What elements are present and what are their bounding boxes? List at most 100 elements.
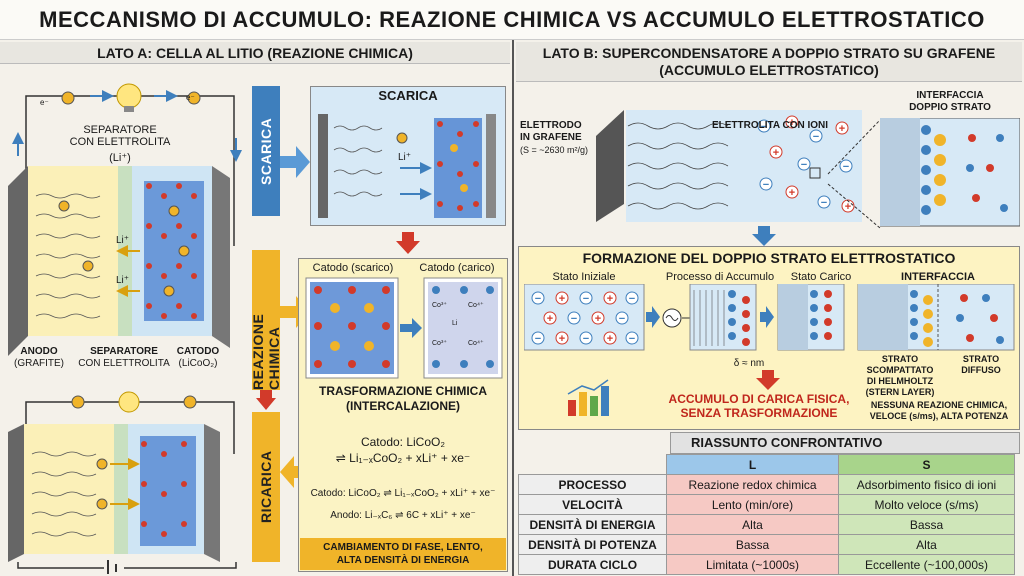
strato-compattato-label: STRATO SCOMPATTATO DI HELMHOLTZ (STERN L… [865, 354, 935, 397]
svg-text:−: − [843, 161, 849, 173]
down-arrow-red-b [756, 370, 780, 390]
equation-1a: Catodo: LiCoO₂ [360, 435, 446, 449]
elettrolita-label: ELETTROLITA CON IONI [711, 120, 829, 131]
table-corner [519, 455, 667, 475]
accumulo-label: ACCUMULO DI CARICA FISICA, SENZA TRASFOR… [668, 392, 850, 420]
svg-text:−: − [619, 313, 625, 325]
recharge-cell-diagram [8, 391, 237, 574]
svg-text:+: + [595, 313, 601, 325]
table-row: VELOCITÀ Lento (min/ore) Molto veloce (s… [518, 494, 1015, 515]
down-arrow-red [396, 232, 420, 254]
svg-text:−: − [535, 293, 541, 305]
nessuna-reazione-label: NESSUNA REAZIONE CHIMICA, VELOCE (s/ms),… [869, 400, 1009, 421]
separatore-sub-label: CON ELETTROLITA [78, 358, 170, 369]
processo-label: Processo di Accumulo [665, 271, 775, 283]
svg-text:+: + [559, 333, 565, 345]
co-label-3: Li [452, 320, 458, 327]
down-arrow-ricarica [256, 390, 276, 410]
col-header-l: L [666, 454, 839, 475]
scarica-title: SCARICA [378, 88, 438, 103]
equation-3: Anodo: Li₋ₓC₆ ⇌ 6C + xLi⁺ + xe⁻ [330, 510, 476, 521]
row-label: DURATA CICLO [518, 554, 667, 575]
center-divider [512, 40, 514, 576]
tab-ricarica: RICARICA [252, 412, 280, 562]
bar-chart-icon [567, 379, 609, 416]
table-title: RIASSUNTO CONFRONTATIVO [670, 432, 1020, 454]
tab-reazione-chimica: REAZIONE CHIMICA [250, 250, 282, 390]
li-plus-label-2: Li⁺ [116, 275, 130, 286]
svg-text:+: + [773, 147, 779, 159]
strato-diffuso-label: STRATO DIFFUSO [961, 354, 1001, 375]
interfaccia-label: INTERFACCIA [901, 271, 975, 283]
catodo-carico-label: Catodo (carico) [419, 262, 495, 274]
tab-scarica: SCARICA [252, 86, 280, 216]
side-b-heading: LATO B: SUPERCONDENSATORE A DOPPIO STRAT… [516, 42, 1022, 82]
co-label-4: Co³⁺ [432, 340, 447, 347]
cell-s: Adsorbimento fisico di ioni [838, 474, 1015, 495]
table-row: DURATA CICLO Limitata (~1000s) Eccellent… [518, 554, 1015, 575]
anodo-sub-label: (GRAFITE) [14, 358, 64, 369]
cell-l: Reazione redox chimica [666, 474, 839, 495]
trasformazione-title: TRASFORMAZIONE CHIMICA (INTERCALAZIONE) [319, 384, 487, 413]
electron-label-2: e⁻ [186, 93, 195, 102]
row-label: DENSITÀ DI POTENZA [518, 534, 667, 555]
lithium-cell-diagram [8, 83, 242, 356]
svg-text:+: + [547, 313, 553, 325]
cell-l: Alta [666, 514, 839, 535]
comparison-table: L S PROCESSO Reazione redox chimica Adso… [518, 454, 1015, 575]
interface-zoom [880, 118, 1020, 227]
li-ion-label: (Li⁺) [109, 152, 131, 164]
row-label: DENSITÀ DI ENERGIA [518, 514, 667, 535]
catodo-scarico-label: Catodo (scarico) [312, 262, 394, 274]
interfaccia-top-label: INTERFACCIA DOPPIO STRATO [909, 90, 991, 113]
cell-s: Bassa [838, 514, 1015, 535]
svg-text:−: − [629, 293, 635, 305]
svg-text:−: − [763, 179, 769, 191]
scarica-illustration [318, 114, 496, 218]
svg-text:+: + [789, 117, 795, 129]
table-row: PROCESSO Reazione redox chimica Adsorbim… [518, 474, 1015, 495]
double-layer-process: − + − + − + − + − − + − + − [524, 284, 1015, 351]
svg-text:−: − [571, 313, 577, 325]
catodo-sub-label: (LiCoO₂) [178, 358, 218, 369]
cell-s: Molto veloce (s/ms) [838, 494, 1015, 515]
zoom-lines [827, 119, 881, 229]
down-arrow-blue [752, 226, 776, 246]
cell-s: Alta [838, 534, 1015, 555]
stato-carico-label: Stato Carico [790, 271, 852, 283]
row-label: PROCESSO [518, 474, 667, 495]
cell-l: Lento (min/ore) [666, 494, 839, 515]
svg-text:−: − [535, 333, 541, 345]
svg-text:−: − [821, 197, 827, 209]
page-title: MECCANISMO DI ACCUMULO: REAZIONE CHIMICA… [0, 0, 1024, 40]
elettrodo-label: ELETTRODO IN GRAFENE [520, 120, 582, 143]
li-plus-label-1: Li⁺ [116, 235, 130, 246]
svg-text:−: − [629, 333, 635, 345]
anodo-label: ANODO [20, 346, 58, 357]
svg-text:+: + [607, 333, 613, 345]
formazione-title: FORMAZIONE DEL DOPPIO STRATO ELETTROSTAT… [582, 250, 956, 266]
co-label-2: Co⁴⁺ [468, 302, 484, 309]
svg-text:+: + [559, 293, 565, 305]
graphene-electrode-diagram: − + − + + − − − + − + [596, 110, 862, 222]
cathode-comparison [305, 277, 503, 379]
svg-text:+: + [839, 123, 845, 135]
electron-label-1: e⁻ [40, 98, 49, 107]
cell-l: Bassa [666, 534, 839, 555]
separator-top-label: SEPARATORE CON ELETTROLITA [69, 124, 171, 148]
svg-text:+: + [789, 187, 795, 199]
col-header-s: S [838, 454, 1015, 475]
svg-text:−: − [813, 131, 819, 143]
equation-2: Catodo: LiCoO₂ ⇌ Li₁₋ₓCoO₂ + xLi⁺ + xe⁻ [310, 488, 496, 499]
svg-text:−: − [583, 293, 589, 305]
equation-1b: ⇌ Li₁₋ₓCoO₂ + xLi⁺ + xe⁻ [335, 451, 471, 465]
svg-text:−: − [761, 121, 767, 133]
side-a-footer: CAMBIAMENTO DI FASE, LENTO, ALTA DENSITÀ… [300, 538, 506, 570]
separatore-label: SEPARATORE [90, 346, 158, 357]
svg-text:+: + [845, 201, 851, 213]
delta-label: δ ≈ nm [733, 358, 765, 369]
svg-text:+: + [607, 293, 613, 305]
cell-l: Limitata (~1000s) [666, 554, 839, 575]
stato-iniziale-label: Stato Iniziale [552, 271, 616, 283]
cell-s: Eccellente (~100,000s) [838, 554, 1015, 575]
